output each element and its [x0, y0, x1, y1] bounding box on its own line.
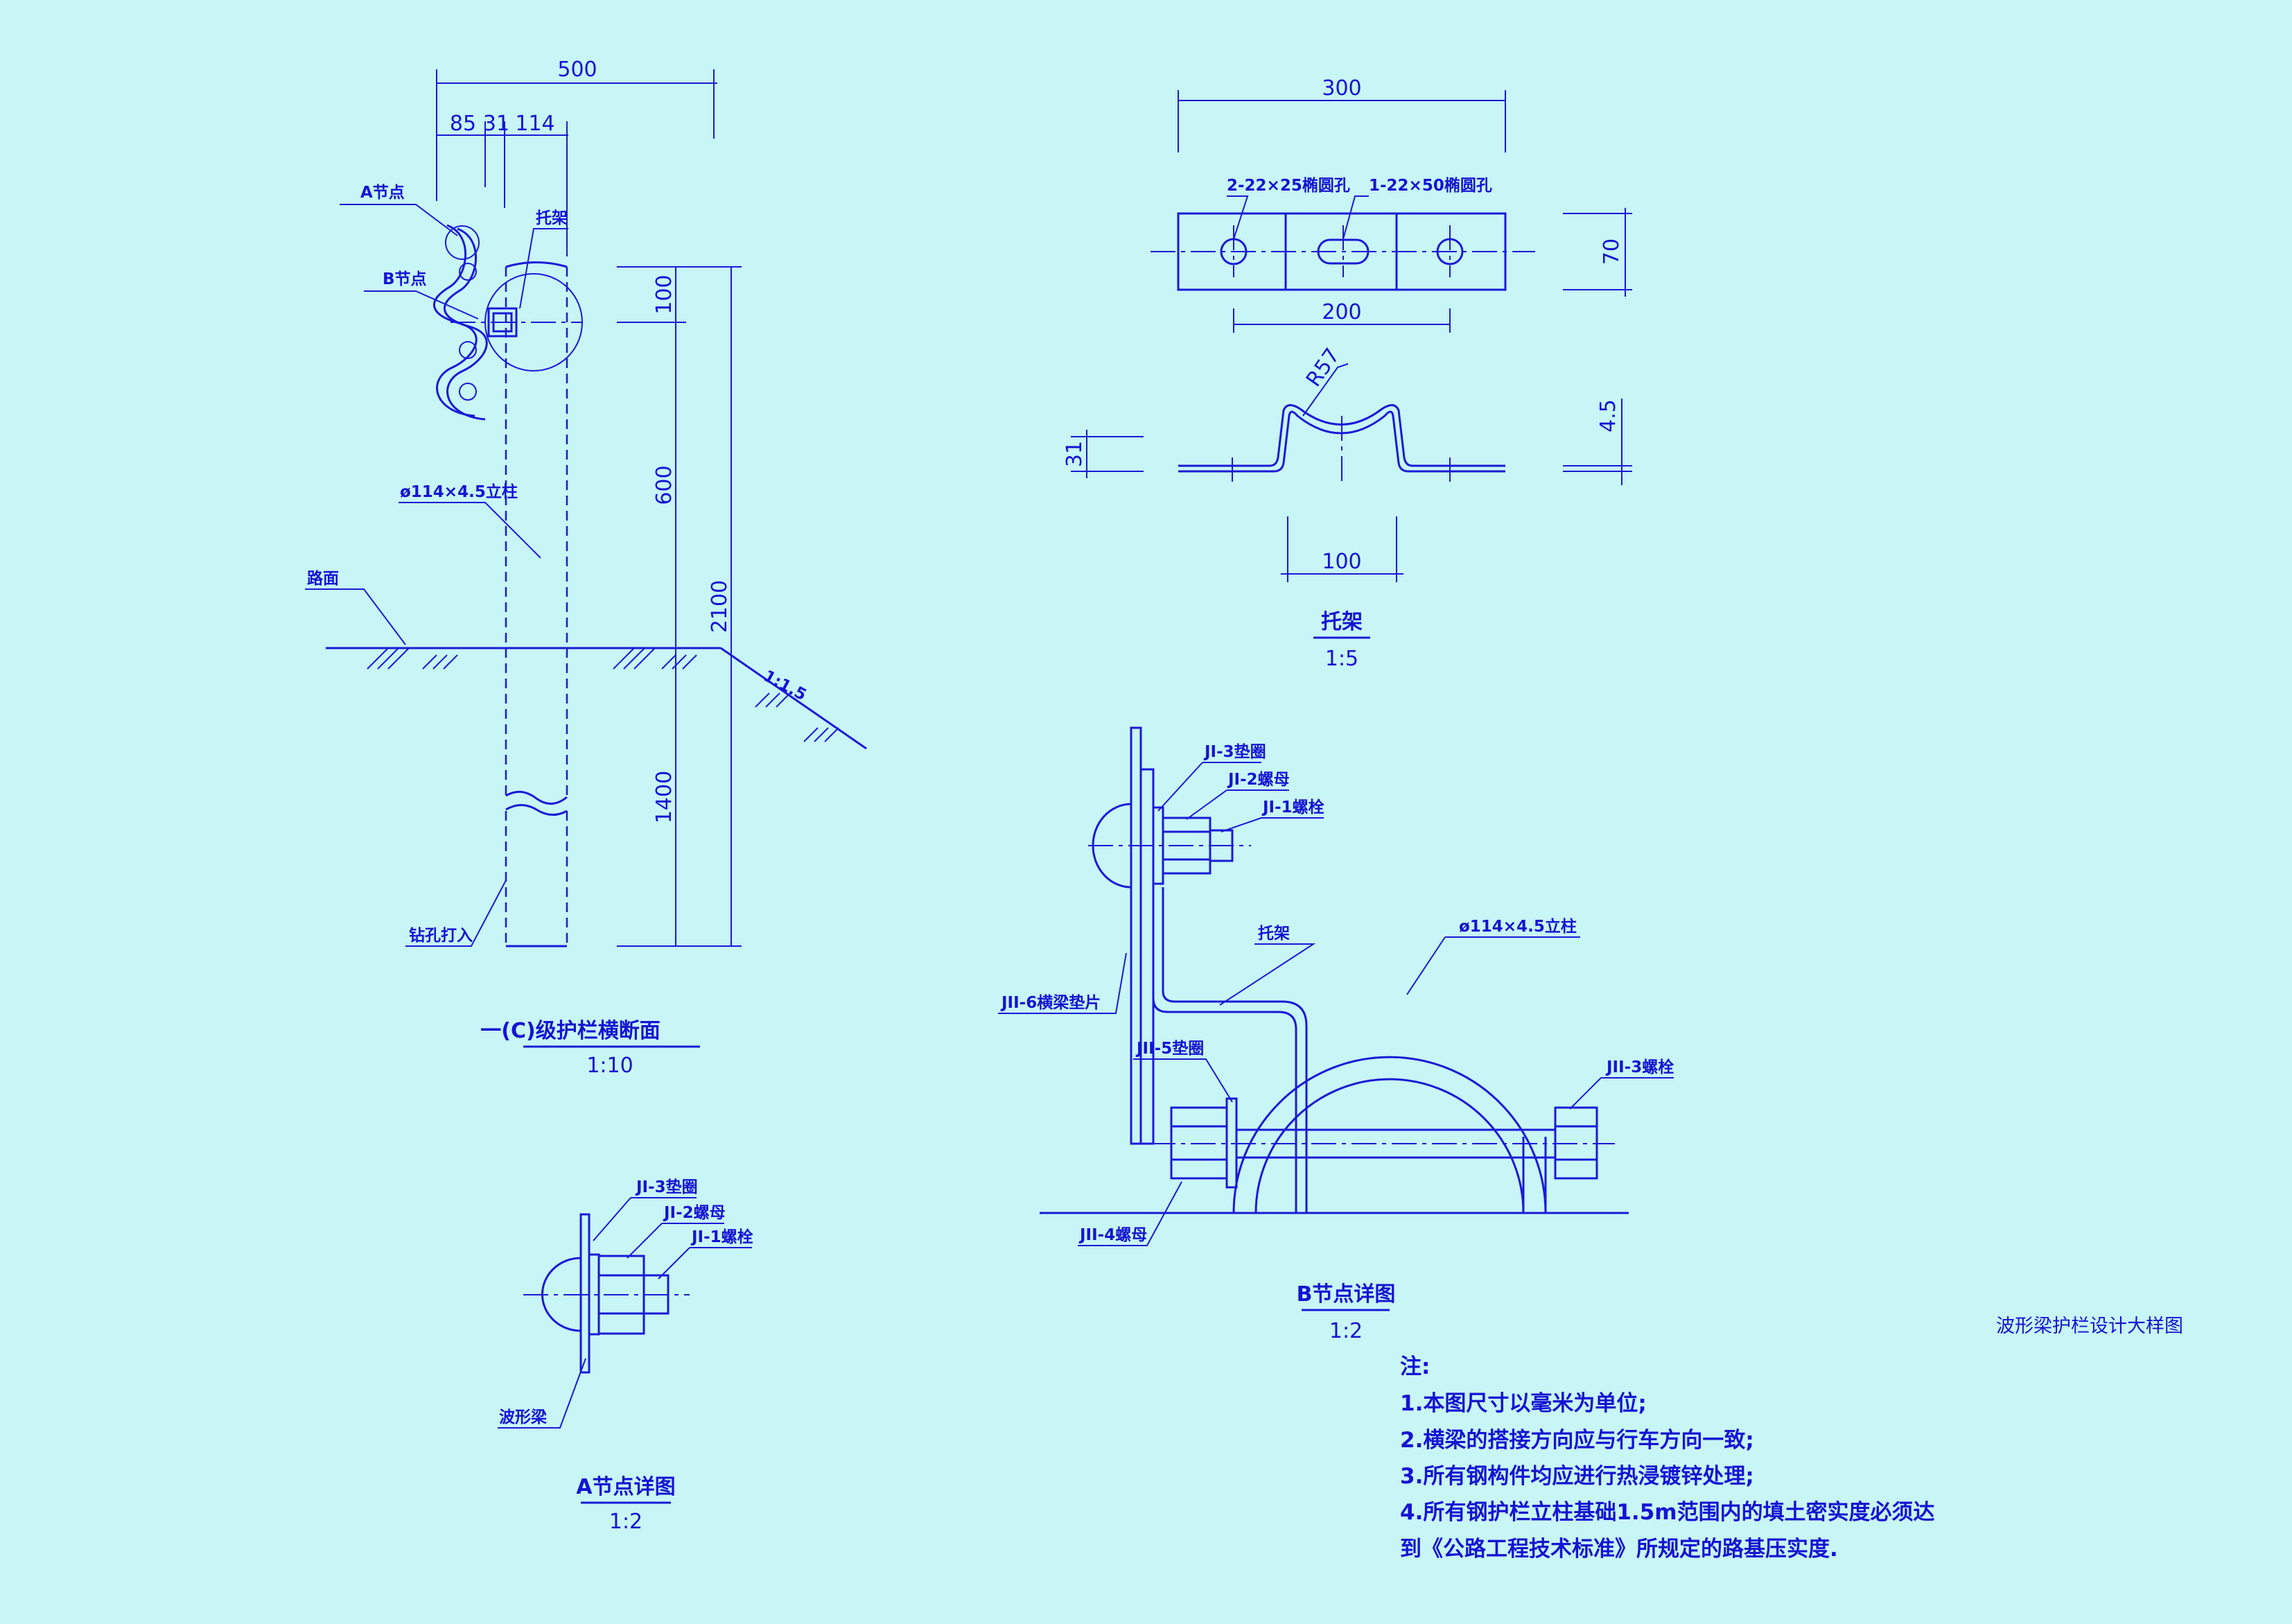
label-round-holes: 2-22×25椭圆孔 [1227, 177, 1350, 195]
bracket-scale: 1:5 [1325, 647, 1358, 671]
note-item: 到《公路工程技术标准》所规定的路基压实度. [1400, 1537, 1838, 1562]
bracket-view: 300 200 70 2-22×25椭圆孔 1-22×50椭圆孔 R57 31 … [1062, 76, 1632, 671]
label-road: 路面 [307, 569, 339, 588]
note-item: 4.所有钢护栏立柱基础1.5m范围内的填土密实度必须达 [1400, 1500, 1935, 1525]
detail-a-view: JI-3垫圈 JI-2螺母 JI-1螺栓 波形梁 A节点详图 1:2 [498, 1178, 753, 1534]
label-drilled: 钻孔打入 [409, 926, 473, 945]
detail-b-label-nut2: JI-2螺母 [1227, 771, 1290, 789]
detail-b-label-bolt3: JII-3螺栓 [1605, 1058, 1674, 1076]
dim-2100: 2100 [708, 580, 732, 633]
detail-b-label-washer5: JII-5垫圈 [1135, 1040, 1204, 1058]
detail-a-label-bolt: JI-1螺栓 [690, 1228, 753, 1246]
label-slot-hole: 1-22×50椭圆孔 [1369, 177, 1492, 195]
detail-b-label-washer3: JI-3垫圈 [1203, 743, 1266, 761]
dim-600: 600 [652, 465, 676, 505]
detail-b-label-nut4: JII-4螺母 [1078, 1226, 1147, 1244]
detail-a-scale: 1:2 [609, 1510, 642, 1534]
bracket-title: 托架 [1321, 610, 1363, 634]
dim-width-bottom: 100 [1322, 550, 1361, 574]
slope-line [720, 647, 867, 750]
dim-31: 31 [483, 112, 509, 136]
detail-b-label-bolt1: JI-1螺栓 [1261, 798, 1324, 817]
cross-section-view: 500 85 31 114 100 600 2100 1400 A节点 B节点 … [305, 58, 867, 1078]
note-item: 2.横梁的搭接方向应与行车方向一致; [1400, 1428, 1754, 1453]
detail-a-label-nut: JI-2螺母 [663, 1204, 726, 1222]
notes-heading: 注: [1400, 1354, 1430, 1379]
notes: 注: 1.本图尺寸以毫米为单位; 2.横梁的搭接方向应与行车方向一致; 3.所有… [1400, 1354, 1935, 1562]
node-a-marker [445, 225, 480, 260]
dim-height: 70 [1600, 238, 1624, 265]
dim-length: 300 [1322, 76, 1361, 101]
detail-b-post [1232, 1056, 1547, 1214]
label-node-b: B节点 [383, 270, 427, 288]
section-scale: 1:10 [586, 1054, 633, 1078]
dim-114: 114 [515, 112, 554, 136]
detail-b-view: JI-3垫圈 JI-2螺母 JI-1螺栓 托架 ø114×4.5立柱 JII-6… [998, 726, 1674, 1343]
dim-holes-span: 200 [1322, 300, 1361, 324]
label-bracket: 托架 [536, 209, 568, 227]
detail-b-label-bracket: 托架 [1258, 925, 1290, 943]
dim-1400: 1400 [652, 771, 676, 823]
label-node-a: A节点 [360, 184, 405, 202]
detail-b-label-post: ø114×4.5立柱 [1459, 917, 1577, 936]
wave-beam [444, 227, 488, 421]
dim-flange: 31 [1062, 441, 1087, 467]
dim-thickness: 4.5 [1596, 399, 1620, 433]
detail-a-title: A节点详图 [576, 1475, 675, 1499]
detail-a-label-washer: JI-3垫圈 [635, 1178, 698, 1196]
note-item: 1.本图尺寸以毫米为单位; [1400, 1391, 1647, 1416]
dim-85: 85 [450, 112, 476, 136]
dim-100: 100 [652, 274, 676, 314]
section-title: 一(C)级护栏横断面 [480, 1019, 660, 1043]
label-post: ø114×4.5立柱 [400, 482, 518, 501]
dim-total-width: 500 [557, 58, 597, 82]
note-item: 3.所有钢构件均应进行热浸镀锌处理; [1400, 1464, 1754, 1489]
detail-a-label-beam: 波形梁 [499, 1408, 547, 1426]
drawing-title: 波形梁护栏设计大样图 [1996, 1316, 2183, 1337]
post [484, 261, 583, 948]
detail-b-scale: 1:2 [1329, 1319, 1363, 1343]
detail-b-label-spacer6: JII-6横梁垫片 [1000, 994, 1101, 1012]
detail-b-title: B节点详图 [1297, 1282, 1396, 1307]
